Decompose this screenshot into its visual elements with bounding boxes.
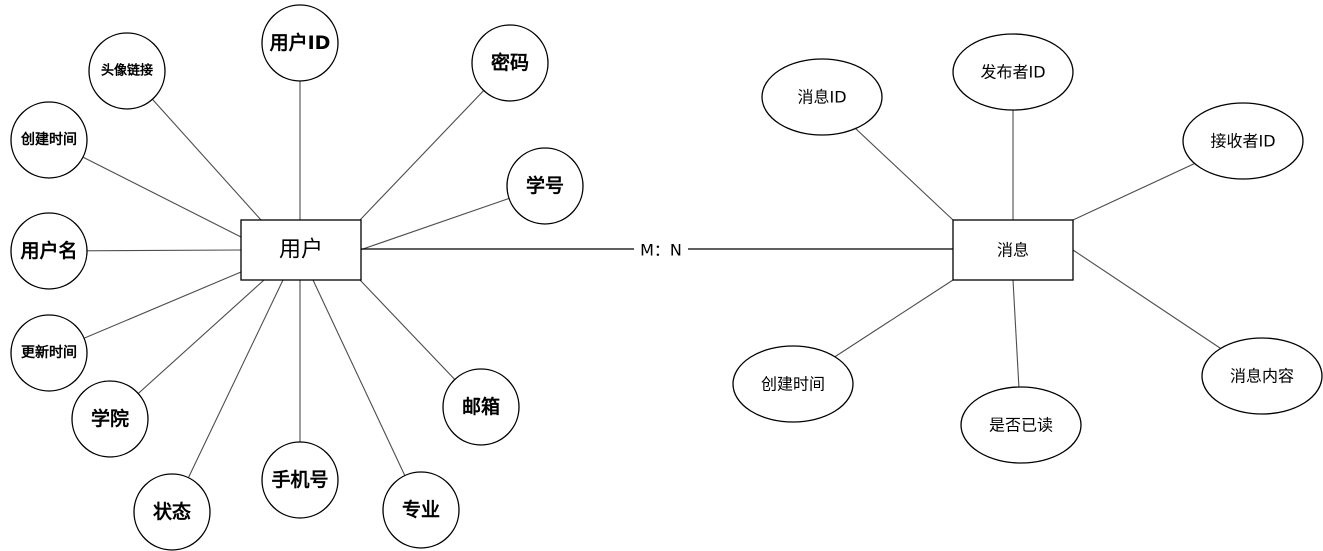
message-attr-sender-id-shape — [952, 33, 1074, 111]
message-attr-message-id-shape — [761, 58, 883, 136]
user-attr-student-no-label: 学号 — [526, 174, 564, 197]
message-attr-message-id: 消息ID — [761, 58, 883, 136]
user-attr-email-shape — [442, 368, 520, 446]
user-attr-college-label: 学院 — [91, 407, 129, 430]
user-entity-box — [240, 219, 362, 281]
user-attr-created-at-label: 创建时间 — [20, 131, 77, 148]
message-attr-receiver-id-shape — [1182, 102, 1304, 180]
user-attr-password-shape — [471, 24, 549, 102]
user-attr-created-at: 创建时间 — [10, 101, 88, 179]
user-attr-username-label: 用户名 — [20, 239, 77, 262]
user-attr-user-id-shape — [261, 4, 339, 82]
message-attr-receiver-id-label: 接收者ID — [1210, 132, 1275, 151]
diagram-edges — [48, 43, 1263, 513]
message-entity-box — [952, 219, 1074, 281]
user-attr-updated-at-label: 更新时间 — [21, 344, 77, 361]
user-attr-phone-label: 手机号 — [271, 468, 328, 491]
user-attr-college: 学院 — [71, 380, 149, 458]
message-attr-message-content: 消息内容 — [1201, 337, 1323, 415]
message-attr-message-id-label: 消息ID — [797, 88, 846, 107]
diagram-nodes: 用户消息用户ID密码学号邮箱专业手机号状态学院更新时间用户名创建时间头像链接消息… — [10, 4, 1323, 551]
user-attr-phone: 手机号 — [261, 441, 339, 519]
user-attr-major: 专业 — [382, 471, 460, 549]
message-attr-is-read-label: 是否已读 — [989, 416, 1053, 435]
user-attr-student-no: 学号 — [506, 147, 584, 225]
user-attr-email-label: 邮箱 — [462, 395, 500, 418]
user-attr-status-shape — [133, 473, 211, 551]
message-entity-label: 消息 — [997, 241, 1029, 260]
message-attr-message-content-shape — [1201, 337, 1323, 415]
user-attr-user-id: 用户ID — [261, 4, 339, 82]
user-attr-user-id-label: 用户ID — [270, 31, 331, 54]
relationship-link: M：N — [360, 241, 953, 260]
user-attr-major-shape — [382, 471, 460, 549]
message-attr-created-at-label: 创建时间 — [761, 375, 825, 394]
user-edge-status — [171, 279, 284, 513]
user-attr-updated-at: 更新时间 — [10, 314, 88, 392]
user-attr-avatar-url-shape — [88, 32, 166, 110]
user-entity-label: 用户 — [279, 238, 323, 263]
user-attr-password-label: 密码 — [491, 51, 529, 74]
user-attr-password: 密码 — [471, 24, 549, 102]
user-attr-phone-shape — [261, 441, 339, 519]
user-attr-college-shape — [71, 380, 149, 458]
message-attr-created-at: 创建时间 — [732, 345, 854, 423]
user-entity: 用户 — [240, 219, 362, 281]
message-attr-sender-id-label: 发布者ID — [980, 63, 1045, 82]
message-attr-sender-id: 发布者ID — [952, 33, 1074, 111]
message-attr-message-content-label: 消息内容 — [1230, 367, 1294, 386]
user-edge-major — [312, 279, 422, 511]
user-attr-email: 邮箱 — [442, 368, 520, 446]
message-attr-is-read: 是否已读 — [960, 386, 1082, 464]
user-attr-created-at-shape — [10, 101, 88, 179]
user-attr-avatar-url-label: 头像链接 — [101, 63, 153, 79]
user-attr-avatar-url: 头像链接 — [88, 32, 166, 110]
user-attr-username-shape — [10, 212, 88, 290]
user-attr-student-no-shape — [506, 147, 584, 225]
message-entity: 消息 — [952, 219, 1074, 281]
message-attr-is-read-shape — [960, 386, 1082, 464]
user-attr-status-label: 状态 — [153, 500, 191, 523]
message-attr-created-at-shape — [732, 345, 854, 423]
user-attr-status: 状态 — [133, 473, 211, 551]
message-attr-receiver-id: 接收者ID — [1182, 102, 1304, 180]
user-attr-major-label: 专业 — [402, 498, 440, 521]
user-attr-updated-at-shape — [10, 314, 88, 392]
user-attr-username: 用户名 — [10, 212, 88, 290]
relationship-label: M：N — [640, 241, 682, 260]
